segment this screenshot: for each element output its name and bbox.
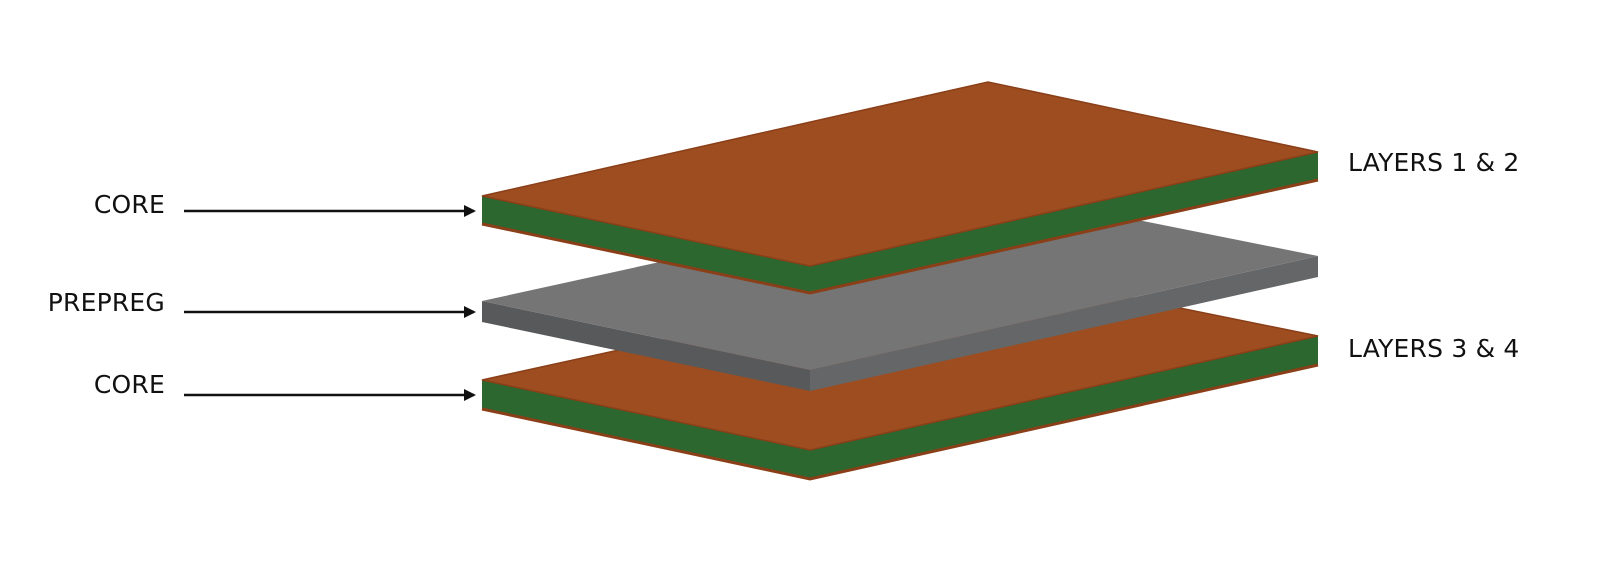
prepreg-top (482, 190, 1318, 370)
label-core-bottom: CORE (93, 370, 165, 399)
core-top-board (481, 81, 1319, 295)
core-bottom-left-side (482, 380, 810, 479)
core-top-copper-bottom-edge (481, 178, 1319, 295)
label-core-top: CORE (93, 190, 165, 219)
core-bottom-copper-bottom-edge (481, 363, 1319, 481)
label-layers-top: LAYERS 1 & 2 (1348, 148, 1520, 177)
label-prepreg: PREPREG (47, 288, 165, 317)
label-layers-bottom: LAYERS 3 & 4 (1348, 334, 1520, 363)
prepreg-left-side (482, 301, 810, 391)
core-top-right-side (810, 152, 1318, 293)
prepreg-sheet (482, 190, 1318, 391)
core-top-copper-top (481, 81, 1319, 267)
core-bottom-right-side (810, 336, 1318, 479)
prepreg-right-side (810, 256, 1318, 391)
core-top-left-side (482, 196, 810, 293)
